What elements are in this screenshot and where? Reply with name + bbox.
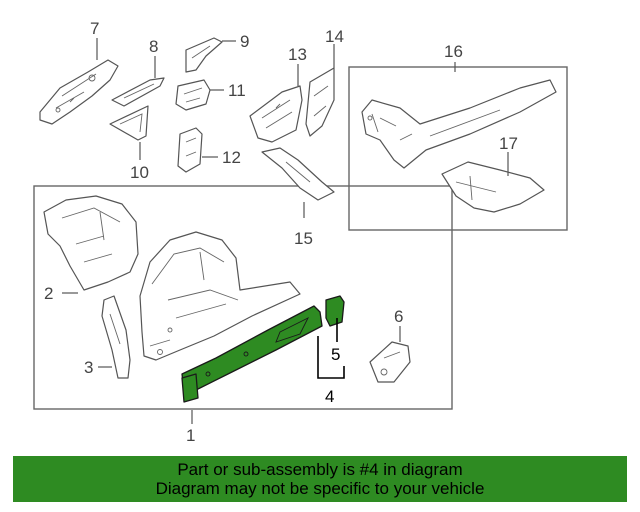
callout-11[interactable]: 11 bbox=[228, 81, 246, 100]
callout-2[interactable]: 2 bbox=[44, 284, 53, 303]
callout-8[interactable]: 8 bbox=[149, 37, 158, 56]
callout-1[interactable]: 1 bbox=[186, 426, 195, 445]
callout-15[interactable]: 15 bbox=[294, 229, 313, 248]
banner-line-part-number: Part or sub-assembly is #4 in diagram bbox=[177, 460, 463, 479]
part-8-bracket[interactable] bbox=[111, 77, 165, 107]
assembly-group-box bbox=[33, 185, 453, 410]
callout-5[interactable]: 5 bbox=[331, 345, 340, 364]
part-14-panel[interactable] bbox=[305, 67, 335, 137]
callout-17[interactable]: 17 bbox=[499, 134, 518, 153]
part-5-rail-bracket[interactable] bbox=[325, 295, 345, 327]
callout-12[interactable]: 12 bbox=[222, 148, 241, 167]
part-9-bracket[interactable] bbox=[185, 37, 223, 73]
part-15-bracket[interactable] bbox=[261, 147, 335, 201]
callout-3[interactable]: 3 bbox=[84, 358, 93, 377]
part-16-side-member[interactable] bbox=[361, 79, 557, 169]
leader-4 bbox=[317, 336, 345, 379]
subassembly-group-box bbox=[348, 66, 568, 231]
part-17-bracket[interactable] bbox=[441, 161, 545, 213]
callout-14[interactable]: 14 bbox=[325, 27, 344, 46]
callout-10[interactable]: 10 bbox=[130, 163, 149, 182]
part-1-apron-assembly[interactable] bbox=[139, 231, 301, 361]
callout-7[interactable]: 7 bbox=[90, 19, 99, 38]
fitment-notice-banner: Part or sub-assembly is #4 in diagram Di… bbox=[13, 456, 627, 502]
part-3-brace[interactable] bbox=[101, 295, 131, 379]
part-4-front-side-rail[interactable] bbox=[181, 305, 323, 403]
callout-4[interactable]: 4 bbox=[325, 387, 334, 406]
part-6-bracket[interactable] bbox=[369, 341, 411, 383]
banner-line-disclaimer: Diagram may not be specific to your vehi… bbox=[155, 479, 485, 498]
part-12-bracket[interactable] bbox=[177, 127, 203, 173]
callout-6[interactable]: 6 bbox=[394, 307, 403, 326]
part-11-bracket[interactable] bbox=[175, 79, 211, 111]
callout-16[interactable]: 16 bbox=[444, 42, 463, 61]
callout-13[interactable]: 13 bbox=[288, 45, 307, 64]
part-10-brace[interactable] bbox=[109, 105, 149, 141]
part-7-upper-rail[interactable] bbox=[39, 59, 119, 125]
callout-9[interactable]: 9 bbox=[240, 32, 249, 51]
parts-diagram: 7 8 9 10 11 12 13 14 bbox=[33, 19, 568, 445]
part-13-panel[interactable] bbox=[249, 85, 303, 143]
part-2-wheelhouse[interactable] bbox=[43, 195, 139, 291]
